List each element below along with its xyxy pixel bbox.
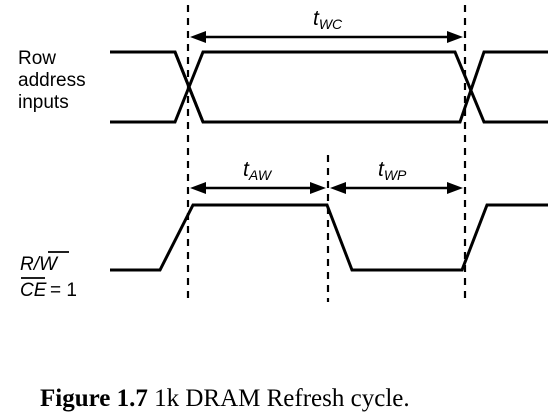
figure-number: Figure 1.7: [40, 385, 148, 412]
figure-caption: Figure 1.7 1k DRAM Refresh cycle.: [40, 385, 410, 412]
twp-dimension: [330, 182, 463, 194]
arrow-left-icon: [190, 31, 206, 43]
row-address-bottom-line: [110, 50, 548, 124]
rw-ce-label: R/W CE = 1: [20, 251, 77, 301]
twc-subscript: WC: [319, 16, 343, 32]
taw-main: t: [243, 158, 250, 181]
row-address-label-line2: address: [18, 70, 86, 91]
rw-label: R/W: [20, 254, 59, 275]
arrow-right-icon: [310, 182, 326, 194]
figure-caption-text: 1k DRAM Refresh cycle.: [148, 385, 410, 412]
row-address-label: Row address inputs: [18, 48, 86, 113]
row-address-top-line: [110, 50, 205, 123]
row-address-waveform: [110, 50, 548, 124]
row-address-upper-line: [110, 50, 548, 124]
twp-main: t: [378, 158, 385, 181]
twp-label: tWP: [378, 158, 407, 183]
twp-subscript: WP: [384, 167, 407, 183]
w-overbar-text: W: [39, 254, 59, 275]
arrow-left-icon: [190, 182, 206, 194]
rw-waveform: [110, 203, 548, 272]
twc-label: tWC: [313, 7, 343, 32]
taw-dimension: [190, 182, 326, 194]
ce-label: CE: [20, 280, 47, 301]
ce-value: = 1: [50, 280, 77, 301]
taw-label: tAW: [243, 158, 273, 183]
row-address-label-line1: Row: [18, 48, 56, 69]
twc-dimension: [190, 31, 463, 43]
taw-subscript: AW: [248, 167, 273, 183]
row-address-label-line3: inputs: [18, 92, 69, 113]
twc-main: t: [313, 7, 320, 30]
arrow-left-icon: [330, 182, 346, 194]
arrow-right-icon: [447, 182, 463, 194]
arrow-right-icon: [447, 31, 463, 43]
